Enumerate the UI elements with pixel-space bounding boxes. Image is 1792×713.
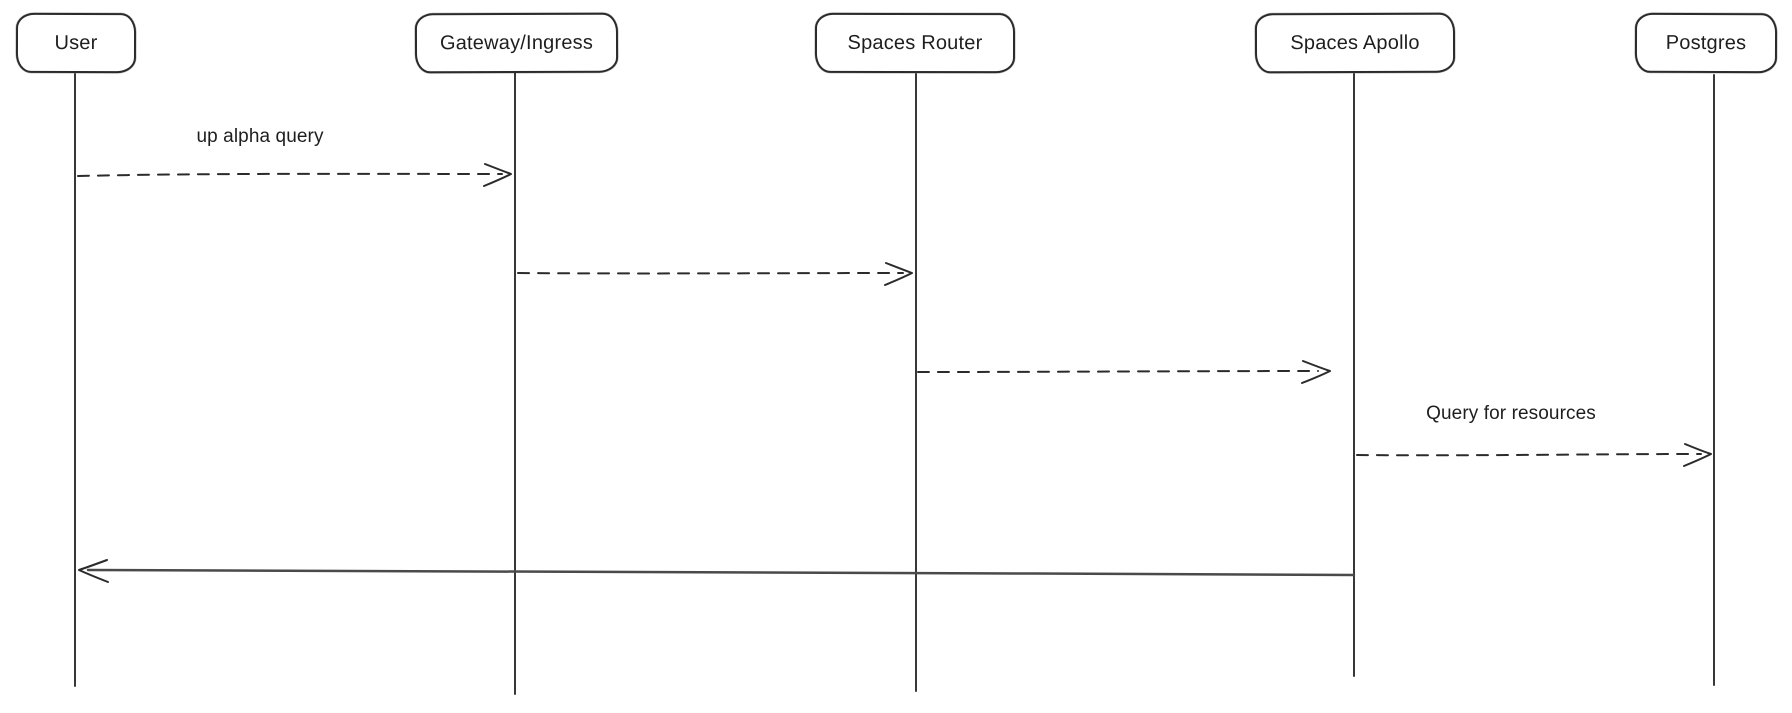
participant-box-postgres: Postgres — [1634, 12, 1778, 74]
arrowhead — [1683, 443, 1712, 467]
message-arrow-apollo-to-postgres — [1356, 443, 1712, 467]
participant-box-spaces-router: Spaces Router — [814, 12, 1016, 74]
lifeline-spaces-router — [915, 73, 917, 692]
message-label-query-for-resources: Query for resources — [1426, 403, 1596, 424]
participant-box-spaces-apollo: Spaces Apollo — [1254, 12, 1456, 74]
participant-label-postgres: Postgres — [1665, 31, 1747, 54]
arrowhead — [1301, 360, 1331, 384]
arrowhead — [78, 559, 109, 583]
arrow-line — [917, 370, 1319, 373]
participant-box-user: User — [15, 12, 137, 74]
arrowhead — [884, 262, 913, 286]
message-label-up-alpha-query: up alpha query — [196, 126, 324, 147]
message-arrow-apollo-to-user — [78, 559, 1356, 583]
arrowhead — [483, 163, 512, 187]
lifeline-user — [74, 73, 76, 687]
lifeline-postgres — [1713, 74, 1715, 686]
message-arrow-router-to-apollo — [917, 360, 1331, 384]
participant-label-user: User — [54, 31, 98, 54]
message-arrow-user-to-gateway — [77, 163, 512, 187]
participant-box-gateway-ingress: Gateway/Ingress — [414, 12, 619, 74]
participant-label-spaces-router: Spaces Router — [847, 31, 983, 54]
arrow-line — [86, 568, 1356, 577]
lifeline-gateway-ingress — [514, 72, 516, 695]
participant-label-spaces-apollo: Spaces Apollo — [1290, 31, 1420, 54]
lifeline-spaces-apollo — [1353, 73, 1355, 677]
participant-label-gateway-ingress: Gateway/Ingress — [439, 31, 594, 54]
arrow-line — [77, 172, 503, 177]
arrow-line — [1356, 453, 1702, 457]
message-arrow-gateway-to-router — [517, 262, 913, 286]
